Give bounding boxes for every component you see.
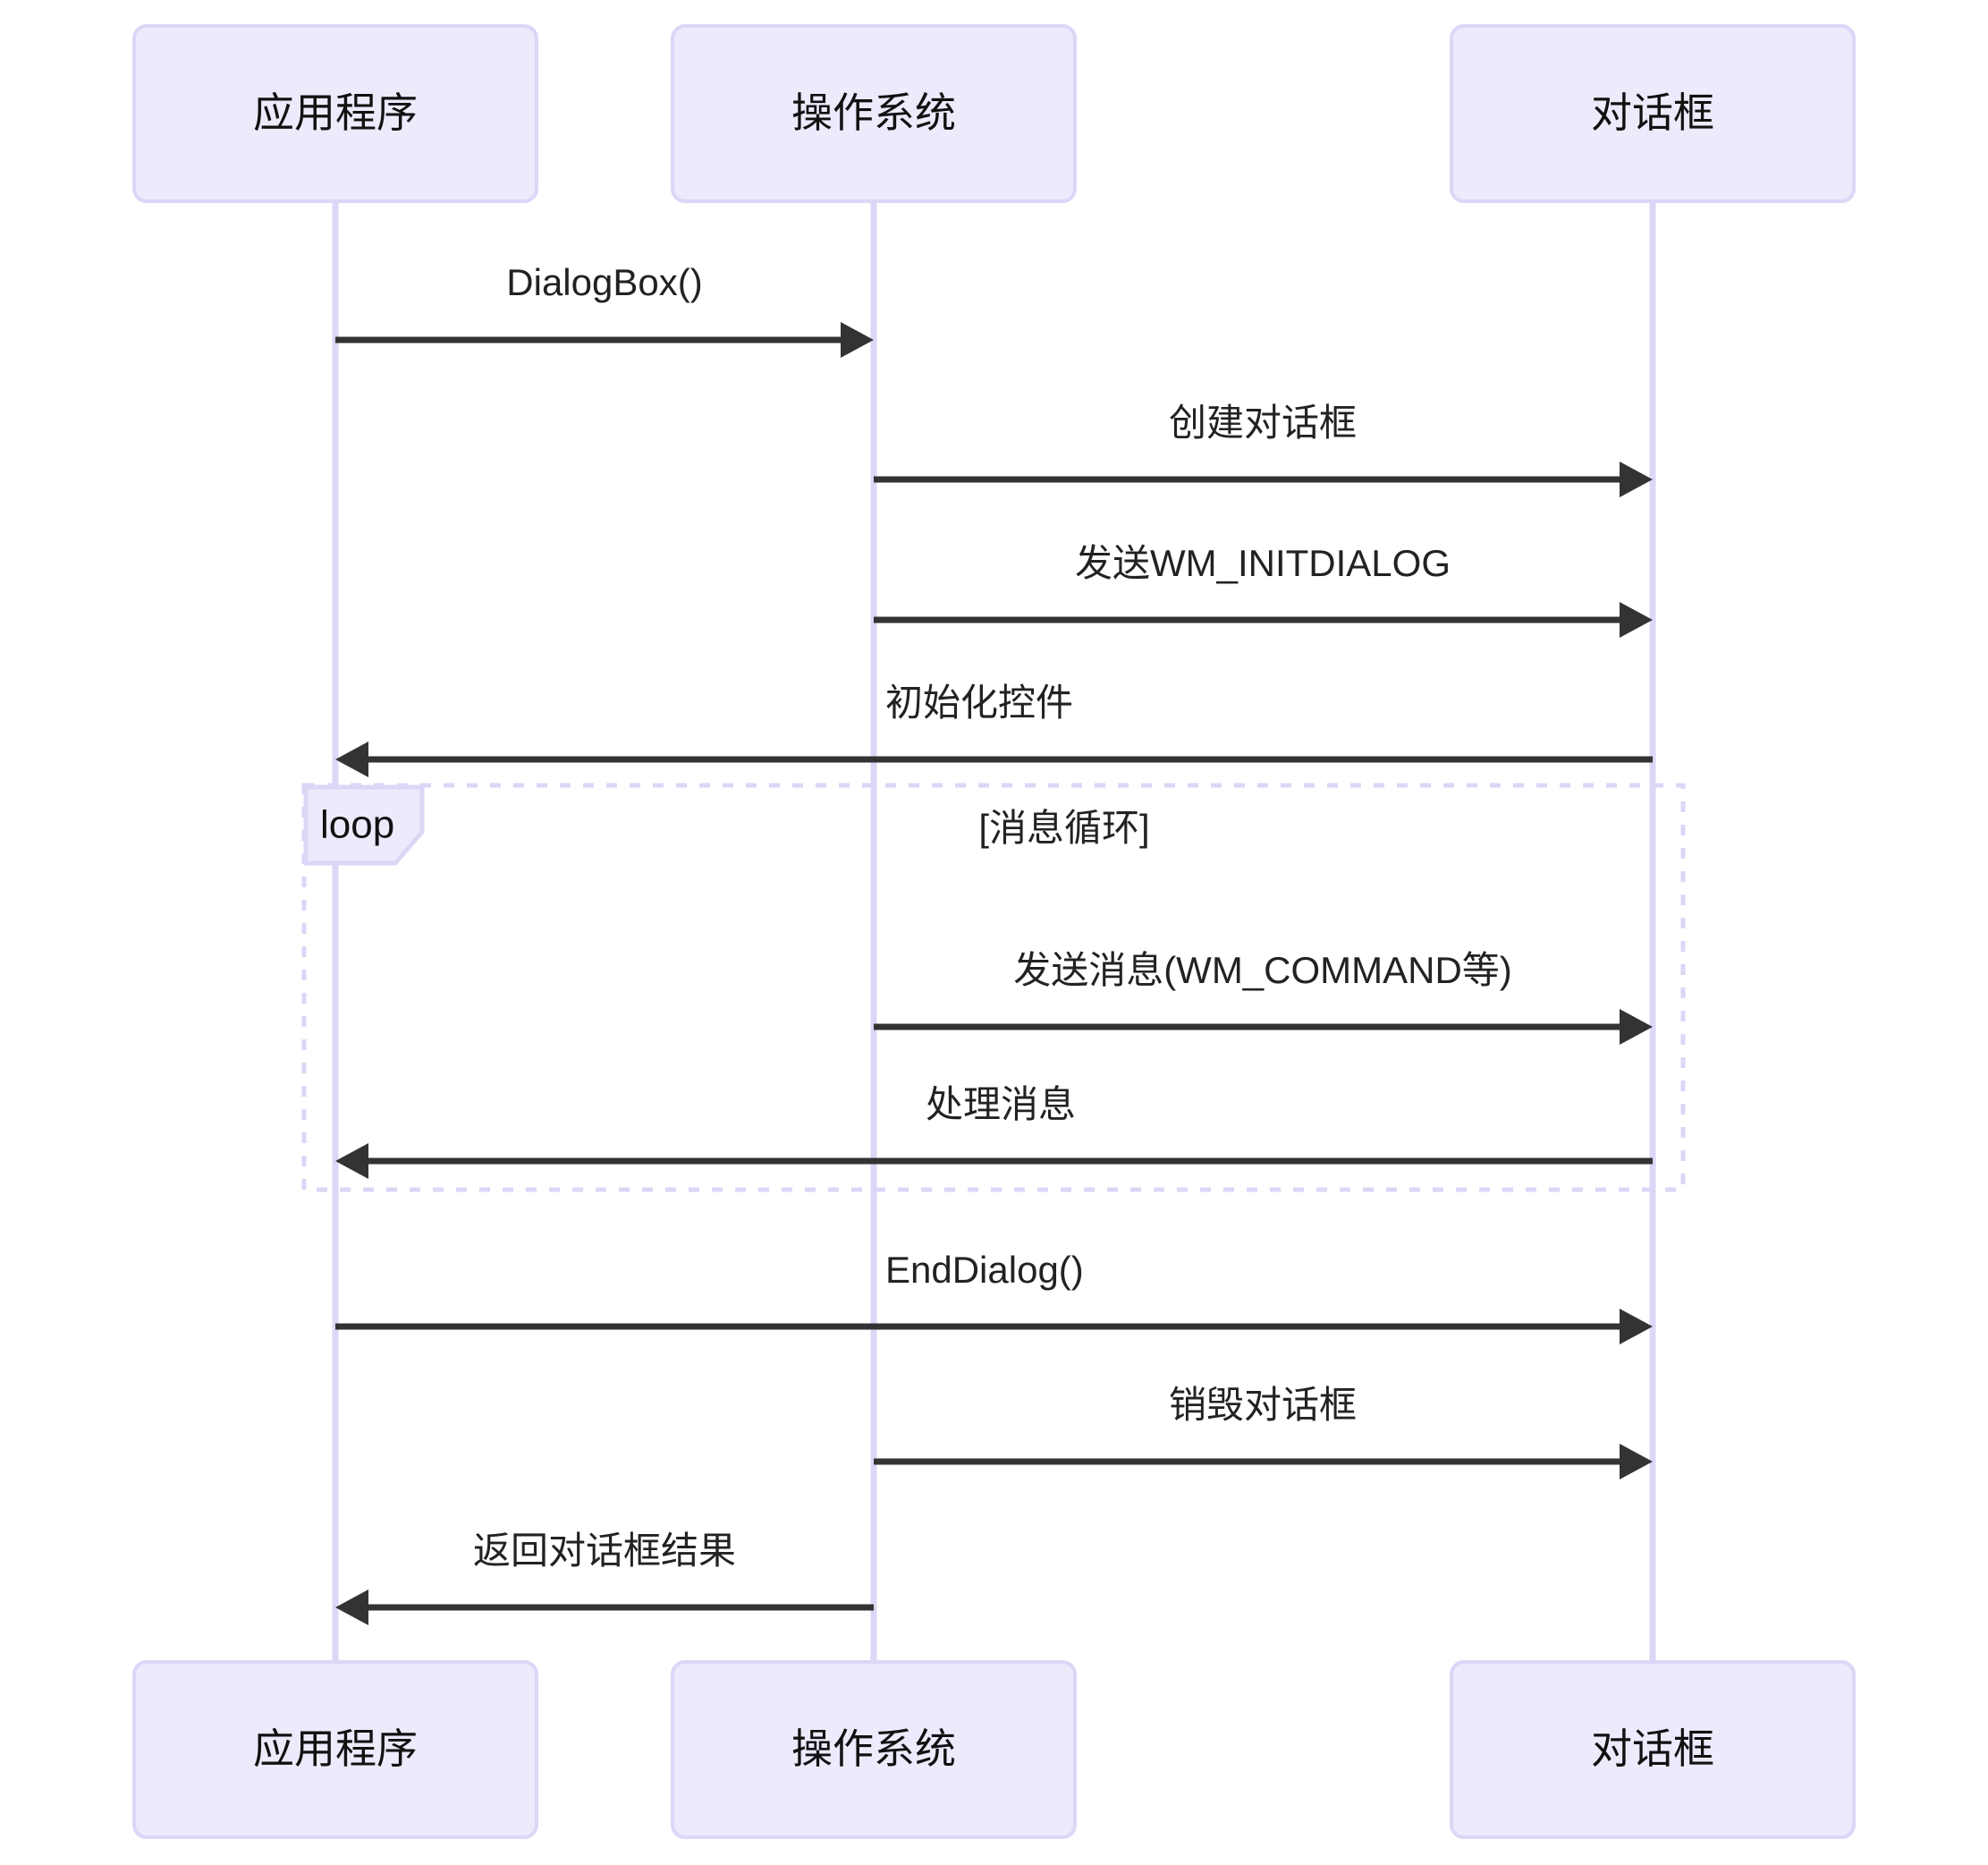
message-enddialog: EndDialog() [335, 1249, 1653, 1344]
arrowhead-left-icon [335, 1143, 368, 1179]
message-handle-message: 处理消息 [335, 1083, 1653, 1179]
message-return-result: 返回对话框结果 [335, 1530, 874, 1625]
actor-box-dialog-bottom-rect[interactable] [1450, 1660, 1856, 1839]
message-destroy-dialog: 销毁对话框 [874, 1384, 1653, 1479]
actor-box-dialog-top[interactable]: 对话框 [1450, 24, 1856, 203]
actor-box-os-bottom[interactable]: 操作系统 [671, 1660, 1077, 1839]
message-label-send-initdialog: 发送WM_INITDIALOG [1075, 542, 1451, 584]
actor-box-os-top-rect[interactable] [671, 24, 1077, 203]
arrowhead-left-icon [335, 1589, 368, 1625]
loop-tag-label: loop [320, 803, 394, 847]
arrowhead-left-icon [335, 742, 368, 777]
loop-frame-border [301, 783, 1686, 1192]
actor-box-os-top[interactable]: 操作系统 [671, 24, 1077, 203]
loop-tag-shape [303, 784, 425, 866]
actor-box-dialog-top-rect[interactable] [1450, 24, 1856, 203]
actor-label-dialog-top: 对话框 [1591, 89, 1714, 136]
actor-box-app-top-rect[interactable] [132, 24, 538, 203]
message-init-controls: 初始化控件 [335, 682, 1653, 777]
message-send-initdialog: 发送WM_INITDIALOG [874, 542, 1653, 638]
actor-box-app-bottom-rect[interactable] [132, 1660, 538, 1839]
actor-box-os-bottom-rect[interactable] [671, 1660, 1077, 1839]
actor-box-app-top[interactable]: 应用程序 [132, 24, 538, 203]
arrowhead-right-icon [1620, 1444, 1653, 1479]
message-send-message: 发送消息(WM_COMMAND等) [874, 949, 1653, 1045]
actor-label-app-bottom: 应用程序 [253, 1725, 418, 1772]
message-dialogbox: DialogBox() [335, 261, 874, 358]
arrowhead-right-icon [1620, 602, 1653, 638]
message-label-dialogbox: DialogBox() [506, 261, 702, 303]
actor-label-os-bottom: 操作系统 [791, 1725, 956, 1772]
message-label-handle-message: 处理消息 [926, 1083, 1076, 1125]
lifelines-group [332, 148, 1656, 1662]
actor-label-dialog-bottom: 对话框 [1591, 1725, 1714, 1772]
message-label-destroy-dialog: 销毁对话框 [1169, 1384, 1357, 1426]
actor-boxes-top: 应用程序 操作系统 对话框 [132, 24, 1856, 203]
actor-boxes-bottom: 应用程序 操作系统 对话框 [132, 1660, 1856, 1839]
message-label-enddialog: EndDialog() [885, 1249, 1084, 1291]
arrowhead-right-icon [1620, 462, 1653, 497]
message-label-send-message: 发送消息(WM_COMMAND等) [1013, 949, 1512, 991]
arrowhead-right-icon [1620, 1309, 1653, 1344]
arrowhead-right-icon [1620, 1009, 1653, 1045]
message-label-init-controls: 初始化控件 [885, 682, 1073, 724]
loop-fragment: loop [消息循环] [301, 783, 1686, 1192]
arrowhead-right-icon [841, 322, 874, 358]
message-label-return-result: 返回对话框结果 [473, 1530, 736, 1572]
actor-box-dialog-bottom[interactable]: 对话框 [1450, 1660, 1856, 1839]
loop-condition-label: [消息循环] [978, 807, 1149, 849]
actor-label-app-top: 应用程序 [253, 89, 418, 136]
message-label-create-dialog: 创建对话框 [1169, 402, 1357, 444]
message-create-dialog: 创建对话框 [874, 402, 1653, 497]
actor-label-os-top: 操作系统 [791, 89, 956, 136]
actor-box-app-bottom[interactable]: 应用程序 [132, 1660, 538, 1839]
